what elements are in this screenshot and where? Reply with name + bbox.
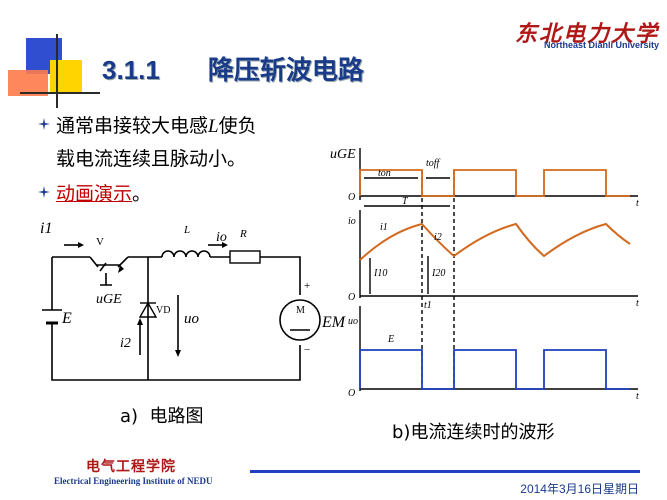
label-vd: VD — [156, 305, 170, 316]
wave-label-toff: toff — [426, 158, 441, 169]
page-title: 3.1.1 降压斩波电路 — [102, 50, 364, 87]
label-uge: uGE — [96, 292, 122, 307]
bullet-1-text-a: 通常串接较大电感 — [56, 115, 209, 137]
animation-demo-link[interactable]: 动画演示 — [56, 183, 133, 205]
bullet-icon — [38, 118, 50, 130]
wave-label-O3: O — [348, 388, 355, 399]
wave-label-i2: i2 — [434, 232, 442, 243]
circuit-caption: a) 电路图 — [120, 406, 204, 427]
label-E: E — [61, 310, 72, 327]
bullet-1-text-b: 使负 — [218, 115, 257, 137]
university-logo-cn: 东北电力大学 — [514, 21, 659, 47]
label-i2: i2 — [120, 336, 131, 351]
footer-institute-en: Electrical Engineering Institute of NEDU — [54, 476, 213, 486]
wave-label-uo: uo — [348, 316, 358, 327]
wave-label-I20: I20 — [431, 268, 445, 279]
wave-label-t1: t1 — [424, 300, 432, 311]
bullet-item-1: 通常串接较大电感L使负 载电流连续且脉动小。 — [38, 110, 257, 175]
wave-label-t2axis: t — [636, 298, 639, 309]
footer-date: 2014年3月16日星期日 — [520, 482, 639, 496]
wave-label-O1: O — [348, 192, 355, 203]
bullet-1-line2: 载电流连续且脉动小。 — [56, 148, 247, 170]
bullet-2-suffix: 。 — [132, 183, 152, 205]
wave-label-I10: I10 — [373, 268, 387, 279]
label-uo: uo — [184, 311, 200, 327]
label-v: V — [96, 236, 104, 248]
label-plus: + — [304, 280, 310, 292]
label-M: M — [296, 305, 305, 316]
wave-label-E: E — [387, 334, 394, 345]
waveform-caption: b)电流连续时的波形 — [392, 422, 555, 443]
wave-label-t1axis: t — [636, 198, 639, 209]
waveform-diagram: uGE ton toff T O t io i1 i2 I10 I20 O t1… — [330, 148, 639, 402]
bullet-icon — [38, 186, 50, 198]
circuit-diagram: i1 V uGE E i2 VD L io R uo M EM + − — [40, 220, 347, 381]
wave-label-i1: i1 — [380, 222, 388, 233]
bullet-item-2: 动画演示。 — [38, 178, 152, 210]
wave-label-ton: ton — [378, 168, 391, 179]
wave-label-uge: uGE — [330, 148, 356, 162]
footer-divider — [250, 470, 640, 473]
wave-label-O2: O — [348, 292, 355, 303]
footer-institute-cn: 电气工程学院 — [86, 459, 176, 475]
wave-label-io: io — [348, 216, 356, 227]
label-R: R — [239, 228, 247, 240]
bullet-1-var: L — [208, 116, 219, 137]
university-logo-en: Northeast Dianli University — [543, 40, 659, 50]
wave-label-t3axis: t — [636, 391, 639, 402]
title-text: 降压斩波电路 — [207, 55, 364, 85]
label-EM: EM — [321, 314, 347, 331]
corner-decoration — [0, 0, 110, 110]
wave-label-T: T — [402, 196, 409, 207]
label-L: L — [183, 224, 190, 236]
section-number: 3.1.1 — [102, 55, 160, 85]
label-io: io — [216, 230, 227, 245]
label-minus: − — [304, 344, 310, 356]
label-i1: i1 — [40, 220, 52, 237]
